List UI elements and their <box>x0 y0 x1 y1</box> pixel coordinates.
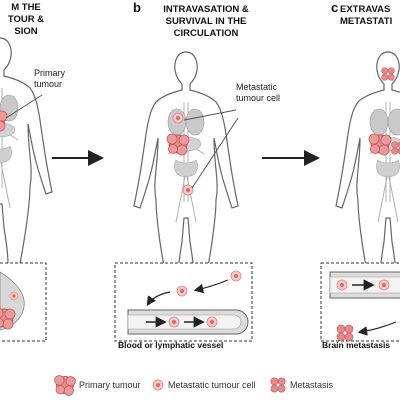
tumour-cell-b2 <box>183 185 193 195</box>
vessel-cell-2 <box>207 317 217 327</box>
inset-caption-vessel: Blood or lymphatic vessel <box>118 340 223 350</box>
legend-metastatic-cell: Metastatic tumour cell <box>168 380 256 390</box>
vessel-cell-1 <box>169 317 179 327</box>
legend-primary-tumour: Primary tumour <box>79 380 141 390</box>
inset-a-cell <box>10 292 18 300</box>
free-cell-2 <box>231 271 241 281</box>
panel-b-letter: b <box>133 0 141 15</box>
tumour-cell-b1 <box>173 113 183 123</box>
metastatic-cell-icon <box>153 380 163 390</box>
primary-tumour-c <box>369 134 391 155</box>
inset-caption-brain: Brain metastasis <box>322 340 390 350</box>
panel-a-title: M THE TOUR & SION <box>0 2 58 38</box>
primary-tumour-b <box>167 134 189 155</box>
primary-tumour-icon <box>55 376 76 396</box>
panel-b-title: INTRAVASATION & SURVIVAL IN THE CIRCULAT… <box>146 4 266 40</box>
panel-c-title: EXTRAVAS METASTATI <box>340 4 400 28</box>
inset-a-tumour <box>0 308 15 329</box>
body-figure-c <box>336 52 400 278</box>
vessel-c-cell-2 <box>379 280 389 290</box>
label-metastatic-cell: Metastatic tumour cell <box>236 82 280 104</box>
metastasis-icon <box>271 378 285 392</box>
label-primary-tumour: Primary tumour <box>34 68 65 90</box>
free-cell-1 <box>177 286 187 296</box>
legend-metastasis: Metastasis <box>290 380 333 390</box>
panel-c-letter: c <box>331 0 338 15</box>
body-figure-b <box>134 52 238 278</box>
vessel-c-cell <box>337 280 347 290</box>
